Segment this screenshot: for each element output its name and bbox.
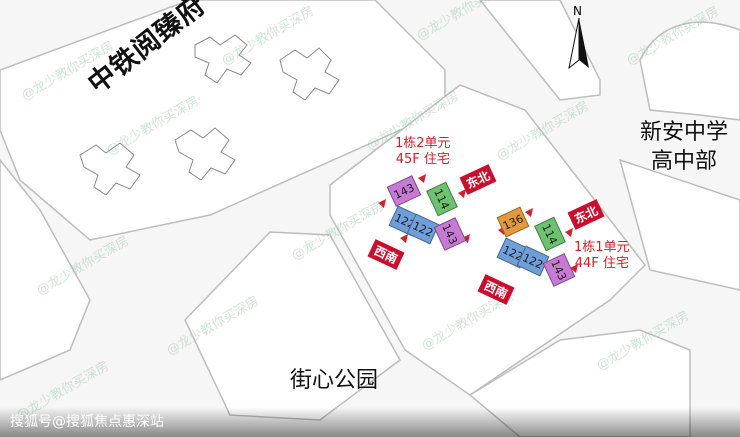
building-1-name: 1栋1单元 bbox=[574, 240, 630, 255]
footer-bar: 搜狐号@搜狐焦点惠深站 bbox=[0, 407, 740, 437]
footer-credit: 搜狐号@搜狐焦点惠深站 bbox=[10, 414, 164, 430]
park-label: 街心公园 bbox=[290, 368, 379, 393]
block-west bbox=[0, 158, 91, 381]
building-1-floors: 44F 住宅 bbox=[574, 256, 629, 271]
block-school bbox=[639, 21, 740, 121]
block-site bbox=[329, 84, 646, 396]
building-1-info: 1栋1单元 44F 住宅 bbox=[574, 240, 630, 272]
school-label-line1: 新安中学 bbox=[640, 120, 729, 145]
block-southeast bbox=[468, 329, 691, 437]
north-letter: N bbox=[573, 4, 582, 18]
block-east bbox=[618, 158, 740, 291]
north-arrow-icon bbox=[568, 18, 589, 70]
school-label: 新安中学 高中部 bbox=[640, 118, 728, 176]
building-2-info: 1栋2单元 45F 住宅 bbox=[395, 136, 451, 168]
block-north bbox=[479, 0, 601, 101]
north-arrow: N bbox=[556, 4, 602, 74]
school-label-line2: 高中部 bbox=[651, 149, 718, 174]
building-2-name: 1栋2单元 bbox=[395, 136, 451, 151]
residential-buildings bbox=[79, 34, 340, 196]
building-2-floors: 45F 住宅 bbox=[395, 152, 450, 167]
block-park bbox=[184, 231, 401, 421]
